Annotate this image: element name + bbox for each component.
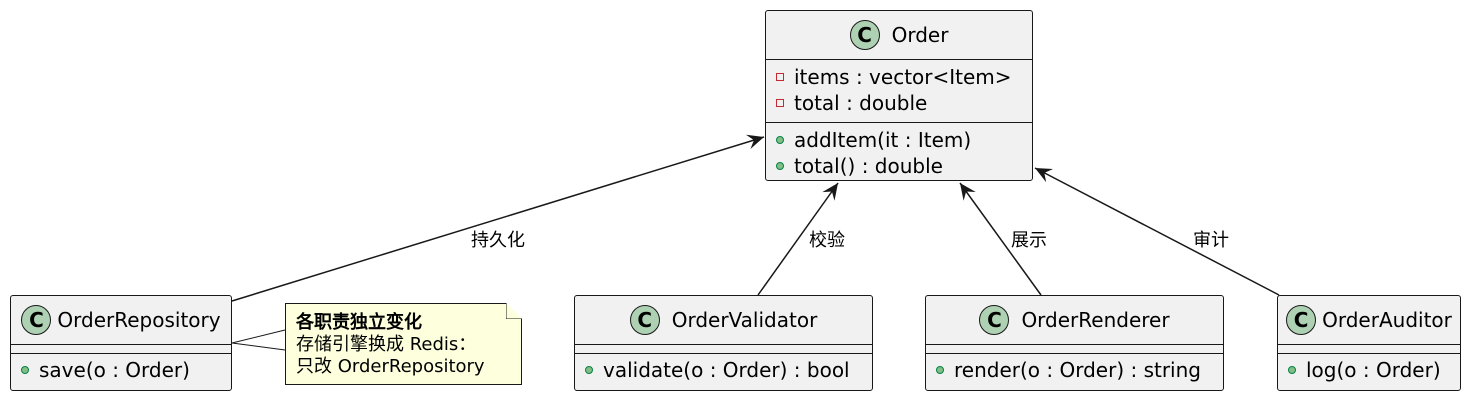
class-order[interactable]: C Order items : vector<Item> total : dou…: [765, 10, 1033, 181]
public-marker-icon: [21, 366, 29, 374]
class-order-repository[interactable]: C OrderRepository save(o : Order): [10, 295, 232, 391]
edge-label-renderer: 展示: [1011, 230, 1047, 251]
class-icon: C: [849, 20, 880, 50]
class-renderer-header: C OrderRenderer: [926, 296, 1223, 344]
edge-label-validator: 校验: [809, 230, 845, 251]
class-repository-methods: save(o : Order): [11, 353, 231, 386]
edge-auditor-order: [1034, 167, 1280, 296]
field-text: total : double: [794, 91, 928, 115]
note-line-1: 存储引擎换成 Redis：: [296, 334, 477, 355]
class-order-methods: addItem(it : Item) total() : double: [766, 122, 1032, 183]
class-repository-fields: [11, 344, 231, 353]
class-renderer-fields: [926, 344, 1223, 353]
class-order-auditor[interactable]: C OrderAuditor log(o : Order): [1277, 295, 1461, 391]
class-icon: C: [1286, 305, 1317, 335]
class-auditor-header: C OrderAuditor: [1278, 296, 1460, 344]
class-renderer-methods: render(o : Order) : string: [926, 353, 1223, 386]
public-marker-icon: [936, 366, 944, 374]
class-auditor-fields: [1278, 344, 1460, 353]
edge-validator-order: [757, 182, 839, 296]
class-icon: C: [979, 305, 1010, 335]
class-validator-methods: validate(o : Order) : bool: [575, 353, 872, 386]
note-connector-2: [231, 342, 286, 351]
public-marker-icon: [585, 366, 593, 374]
method-row: total() : double: [766, 153, 1032, 179]
class-repository-name: OrderRepository: [57, 308, 221, 332]
class-icon: C: [21, 305, 52, 335]
method-text: validate(o : Order) : bool: [603, 358, 850, 382]
method-row: render(o : Order) : string: [926, 357, 1223, 383]
public-marker-icon: [776, 136, 784, 144]
method-text: log(o : Order): [1306, 358, 1441, 382]
note-title: 各职责独立变化: [296, 312, 422, 333]
method-text: addItem(it : Item): [794, 128, 972, 152]
field-row: total : double: [766, 90, 1032, 116]
class-validator-fields: [575, 344, 872, 353]
field-text: items : vector<Item>: [794, 65, 1012, 89]
private-marker-icon: [776, 99, 784, 107]
method-text: total() : double: [794, 154, 943, 178]
private-marker-icon: [776, 73, 784, 81]
note-fold-icon: [506, 303, 522, 319]
edge-repository-order: [231, 134, 765, 302]
note-connector: [231, 329, 286, 344]
class-order-renderer[interactable]: C OrderRenderer render(o : Order) : stri…: [925, 295, 1224, 391]
public-marker-icon: [776, 162, 784, 170]
method-text: save(o : Order): [39, 358, 190, 382]
field-row: items : vector<Item>: [766, 64, 1032, 90]
class-icon: C: [629, 305, 660, 335]
edge-renderer-order: [959, 182, 1042, 296]
class-order-fields: items : vector<Item> total : double: [766, 59, 1032, 122]
note-line-2: 只改 OrderRepository: [296, 356, 485, 377]
class-validator-name: OrderValidator: [671, 308, 818, 332]
edge-label-repository: 持久化: [471, 230, 525, 251]
class-order-header: C Order: [766, 11, 1032, 59]
class-order-validator[interactable]: C OrderValidator validate(o : Order) : b…: [574, 295, 873, 391]
method-row: log(o : Order): [1278, 357, 1460, 383]
class-auditor-name: OrderAuditor: [1322, 308, 1452, 332]
method-row: validate(o : Order) : bool: [575, 357, 872, 383]
class-order-name: Order: [891, 23, 949, 47]
public-marker-icon: [1288, 366, 1296, 374]
method-row: save(o : Order): [11, 357, 231, 383]
method-row: addItem(it : Item): [766, 127, 1032, 153]
method-text: render(o : Order) : string: [954, 358, 1201, 382]
edge-label-auditor: 审计: [1193, 230, 1229, 251]
class-renderer-name: OrderRenderer: [1021, 308, 1170, 332]
class-validator-header: C OrderValidator: [575, 296, 872, 344]
class-auditor-methods: log(o : Order): [1278, 353, 1460, 386]
note-responsibility[interactable]: 各职责独立变化 存储引擎换成 Redis： 只改 OrderRepository: [285, 303, 522, 385]
class-repository-header: C OrderRepository: [11, 296, 231, 344]
